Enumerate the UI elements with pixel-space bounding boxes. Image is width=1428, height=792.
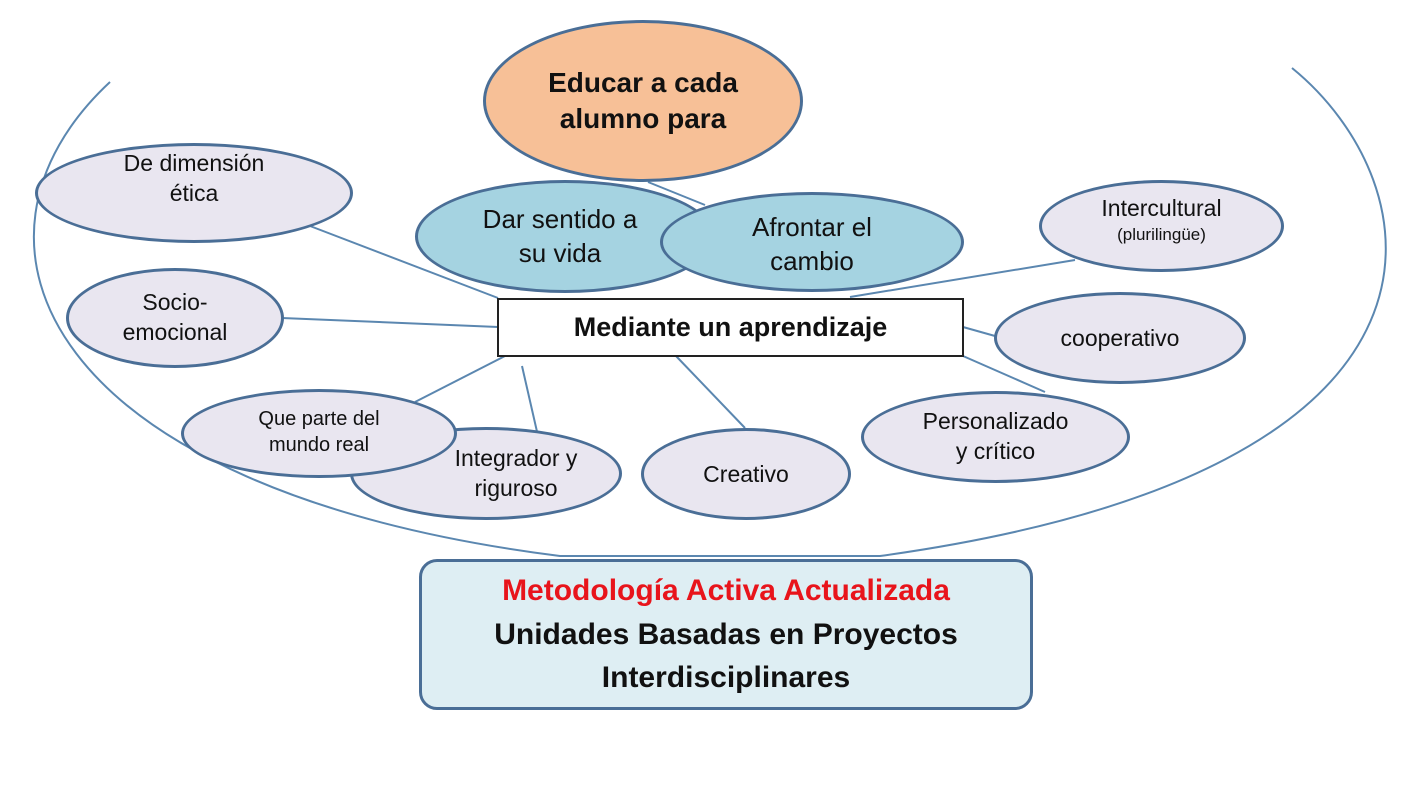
enclosing-arc bbox=[33, 67, 1387, 557]
methodology-box: Metodología Activa Actualizada Unidades … bbox=[419, 559, 1033, 710]
trait-intercultural: Intercultural (plurilingüe) bbox=[1039, 180, 1284, 272]
top-goal-oval: Educar a cada alumno para bbox=[483, 20, 803, 182]
trait-real-line2: mundo real bbox=[268, 433, 370, 456]
trait-etica-line2: ética bbox=[169, 180, 219, 206]
trait-creativo: Creativo bbox=[641, 428, 851, 520]
trait-personalizado: Personalizado y crítico bbox=[861, 391, 1130, 483]
top-goal-line1: Educar a cada bbox=[548, 66, 738, 98]
goal-dar-sentido-line1: Dar sentido a bbox=[482, 203, 638, 234]
trait-personalizado-line1: Personalizado bbox=[922, 408, 1069, 435]
trait-socio-emocional: Socio- emocional bbox=[66, 268, 284, 368]
center-label: Mediante un aprendizaje bbox=[573, 312, 888, 342]
methodology-title: Metodología Activa Actualizada bbox=[502, 574, 950, 608]
line-creativo bbox=[675, 355, 746, 429]
line-intercultural bbox=[849, 259, 1076, 298]
trait-intercultural-line2: (plurilingüe) bbox=[1117, 224, 1206, 244]
methodology-line2: Unidades Basadas en Proyectos bbox=[494, 617, 958, 651]
center-box: Mediante un aprendizaje bbox=[497, 298, 964, 357]
line-cooperativo bbox=[962, 326, 996, 337]
trait-cooperativo-label: cooperativo bbox=[1060, 324, 1180, 351]
top-goal-line2: alumno para bbox=[559, 103, 727, 134]
line-real bbox=[414, 355, 506, 403]
goal-afrontar-cambio-line2: cambio bbox=[770, 246, 854, 276]
line-personalizado bbox=[962, 355, 1046, 393]
line-top-goal bbox=[647, 181, 706, 206]
trait-cooperativo: cooperativo bbox=[994, 292, 1246, 384]
trait-personalizado-line2: y crítico bbox=[955, 438, 1036, 464]
trait-real-line1: Que parte del bbox=[258, 407, 380, 430]
trait-integrador-line2: riguroso bbox=[474, 474, 558, 501]
trait-socio-line1: Socio- bbox=[142, 289, 208, 316]
line-etica bbox=[309, 225, 499, 299]
trait-mundo-real: Que parte del mundo real bbox=[181, 389, 457, 478]
trait-creativo-label: Creativo bbox=[703, 460, 789, 487]
goal-afrontar-cambio-line1: Afrontar el bbox=[752, 212, 872, 243]
trait-etica-line1: De dimensión bbox=[123, 150, 265, 177]
methodology-line3: Interdisciplinares bbox=[601, 661, 851, 695]
goal-afrontar-cambio: Afrontar el cambio bbox=[660, 192, 964, 292]
trait-etica: De dimensión ética bbox=[35, 143, 353, 243]
goal-dar-sentido-line2: su vida bbox=[518, 237, 602, 268]
trait-integrador-line1: Integrador y bbox=[454, 444, 578, 471]
line-socio bbox=[281, 317, 499, 328]
trait-socio-line2: emocional bbox=[122, 319, 228, 345]
line-integrador bbox=[521, 365, 539, 437]
trait-intercultural-line1: Intercultural bbox=[1101, 195, 1222, 221]
